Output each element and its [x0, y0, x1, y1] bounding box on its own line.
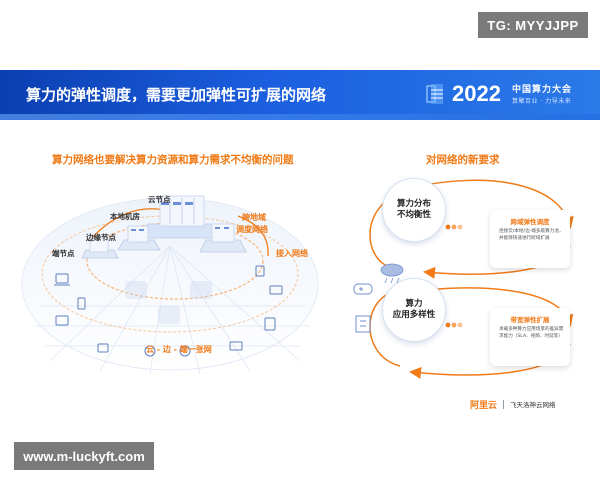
- access-ring: [41, 215, 299, 333]
- cross-domain-scheduling-title: 跨域弹性调度: [510, 218, 550, 226]
- slide-title: 算力的弹性调度，需要更加弹性可扩展的网络: [26, 86, 327, 104]
- cloud-rain-icon: [380, 263, 404, 284]
- presentation-slide: 算力的弹性调度，需要更加弹性可扩展的网络 2022 中国算力大会 算聚百业 · …: [0, 70, 600, 411]
- edge-node-icon: [81, 237, 119, 259]
- slide-footer: 阿里云 飞天洛神云网络: [470, 398, 556, 411]
- end-node-label: 端节点: [52, 249, 75, 258]
- conference-brand: 2022 中国算力大会 算聚百业 · 力导未来: [426, 78, 582, 112]
- local-datacenter-label: 本地机房: [110, 212, 140, 221]
- compute-distribution-imbalance-circle: 算力分布 不均衡性: [382, 178, 446, 242]
- bandwidth-elastic-scaling-desc: 承载多种算力应用场景的差异需求能力（SLA、视频、时延等）: [499, 327, 564, 339]
- circle-top-line-2: 不均衡性: [396, 210, 431, 220]
- local-datacenter-icon: [117, 225, 161, 251]
- cross-region-label: 跨地域: [242, 213, 266, 222]
- unified-network-label: 云 - 边 - 端一张网: [146, 345, 212, 354]
- end-device-icons: [54, 265, 283, 357]
- telegram-watermark: TG: MYYJJPP: [478, 12, 588, 38]
- cross-region-ring: [86, 222, 264, 300]
- access-network-label: 接入网络: [276, 249, 308, 258]
- application-diversity-circle: 算力 应用多样性: [382, 278, 446, 342]
- building-icon: [355, 315, 371, 333]
- gamepad-icon: [353, 283, 373, 295]
- edge-node-label: 边缘节点: [86, 233, 116, 242]
- conference-name: 中国算力大会: [512, 85, 573, 95]
- cloud-edge-end-diagram: [21, 195, 319, 375]
- circle-bottom-line-1: 算力: [405, 298, 423, 309]
- bandwidth-elastic-scaling-title: 带宽弹性扩展: [510, 316, 550, 324]
- circle-bottom-line-2: 应用多样性: [392, 310, 436, 320]
- conference-tagline: 算聚百业 · 力导未来: [512, 98, 572, 105]
- cross-region-label-2: 调度网络: [236, 225, 268, 234]
- cross-domain-scheduling-desc: 连接云/本地/边-端多级算力池，并能够快速进行跨域扩展: [499, 229, 564, 241]
- footer-subtitle: 飞天洛神云网络: [510, 401, 556, 409]
- cloud-node-label: 云节点: [148, 195, 171, 204]
- cross-region-datacenter-icon: [199, 223, 247, 253]
- cross-domain-scheduling-card: 跨域弹性调度 连接云/本地/边-端多级算力池，并能够快速进行跨域扩展: [490, 210, 570, 268]
- inner-node-icons: [125, 281, 212, 324]
- slide-header: 算力的弹性调度，需要更加弹性可扩展的网络 2022 中国算力大会 算聚百业 · …: [0, 70, 600, 120]
- website-watermark: www.m-luckyft.com: [14, 442, 154, 470]
- footer-divider: [503, 399, 505, 409]
- conference-logo-icon: [426, 84, 443, 104]
- flow-indicator-top: [445, 224, 463, 230]
- cloud-region-link: [237, 215, 269, 257]
- circle-top-line-1: 算力分布: [396, 198, 431, 209]
- alibaba-cloud-logo: 阿里云: [470, 400, 498, 411]
- bandwidth-elastic-scaling-card: 带宽弹性扩展 承载多种算力应用场景的差异需求能力（SLA、视频、时延等）: [490, 308, 570, 366]
- left-panel-heading: 算力网络也要解决算力资源和算力需求不均衡的问题: [52, 154, 294, 166]
- right-panel-heading: 对网络的新要求: [426, 154, 500, 166]
- flow-indicator-bottom: [445, 322, 463, 328]
- conference-year: 2022: [452, 81, 501, 106]
